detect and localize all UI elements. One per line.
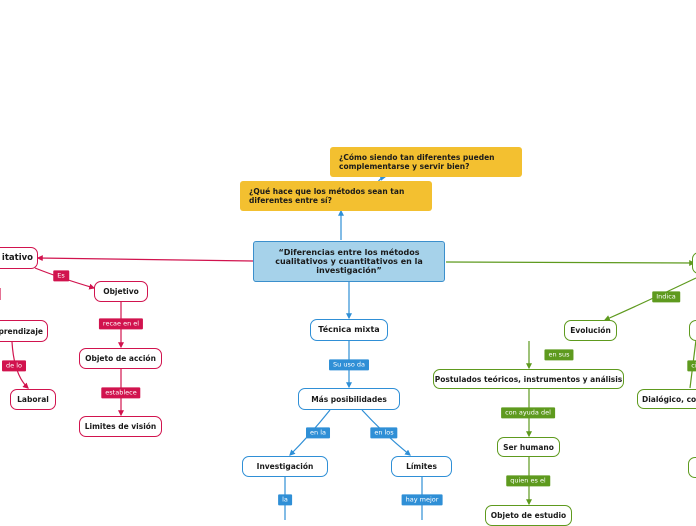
label-la: la: [278, 494, 292, 506]
label-de-lo: de lo: [2, 360, 26, 372]
label-indica: Indica: [652, 291, 680, 303]
evolucion-node[interactable]: Evolución: [564, 320, 617, 341]
label-en-los: en los: [370, 427, 398, 439]
limites-node[interactable]: Límites: [391, 456, 452, 477]
label-con-ayuda-del: con ayuda del: [501, 407, 555, 419]
edge-right-evolucion: [603, 277, 696, 321]
label-en-la: en la: [306, 427, 330, 439]
label-en-sus: en sus: [544, 349, 574, 361]
objetivo-node[interactable]: Objetivo: [94, 281, 148, 302]
label-recae-en-el: recae en el: [98, 318, 144, 330]
label-quien-es-el: quien es el: [506, 475, 550, 487]
left-root-node[interactable]: itativo: [0, 247, 38, 269]
ser-humano-node[interactable]: Ser humano: [497, 437, 560, 457]
objeto-accion-node[interactable]: Objeto de acción: [79, 348, 162, 369]
investigacion-node[interactable]: Investigación: [242, 456, 328, 477]
tecnica-mixta-node[interactable]: Técnica mixta: [310, 319, 388, 341]
right-partial-node-1[interactable]: [689, 320, 696, 341]
question-difference[interactable]: ¿Qué hace que los métodos sean tan difer…: [240, 181, 432, 211]
question-complement[interactable]: ¿Cómo siendo tan diferentes pueden compl…: [330, 147, 522, 177]
aprendizaje-node[interactable]: prendizaje: [0, 320, 48, 342]
mas-posibilidades-node[interactable]: Más posibilidades: [298, 388, 400, 410]
limites-vision-node[interactable]: Limites de visión: [79, 416, 162, 437]
label-establece: establece: [101, 387, 141, 399]
edge-main-left: [36, 255, 254, 262]
laboral-node[interactable]: Laboral: [10, 389, 56, 410]
postulados-node[interactable]: Postulados teóricos, instrumentos y anál…: [433, 369, 624, 389]
label-hay-mejor: hay mejor: [401, 494, 443, 506]
objeto-estudio-node[interactable]: Objeto de estudio: [485, 505, 572, 526]
label-partial: ci: [687, 360, 696, 372]
central-topic[interactable]: “Diferencias entre los métodos cualitati…: [253, 241, 445, 282]
label-es: Es: [53, 270, 69, 282]
label-su-uso-da: Su uso da: [329, 359, 369, 371]
edge-main-right: [445, 259, 696, 266]
right-root-node-edge[interactable]: [692, 252, 696, 274]
right-partial-node-2[interactable]: [688, 457, 696, 478]
dialogico-node[interactable]: Dialógico, co: [637, 389, 696, 409]
